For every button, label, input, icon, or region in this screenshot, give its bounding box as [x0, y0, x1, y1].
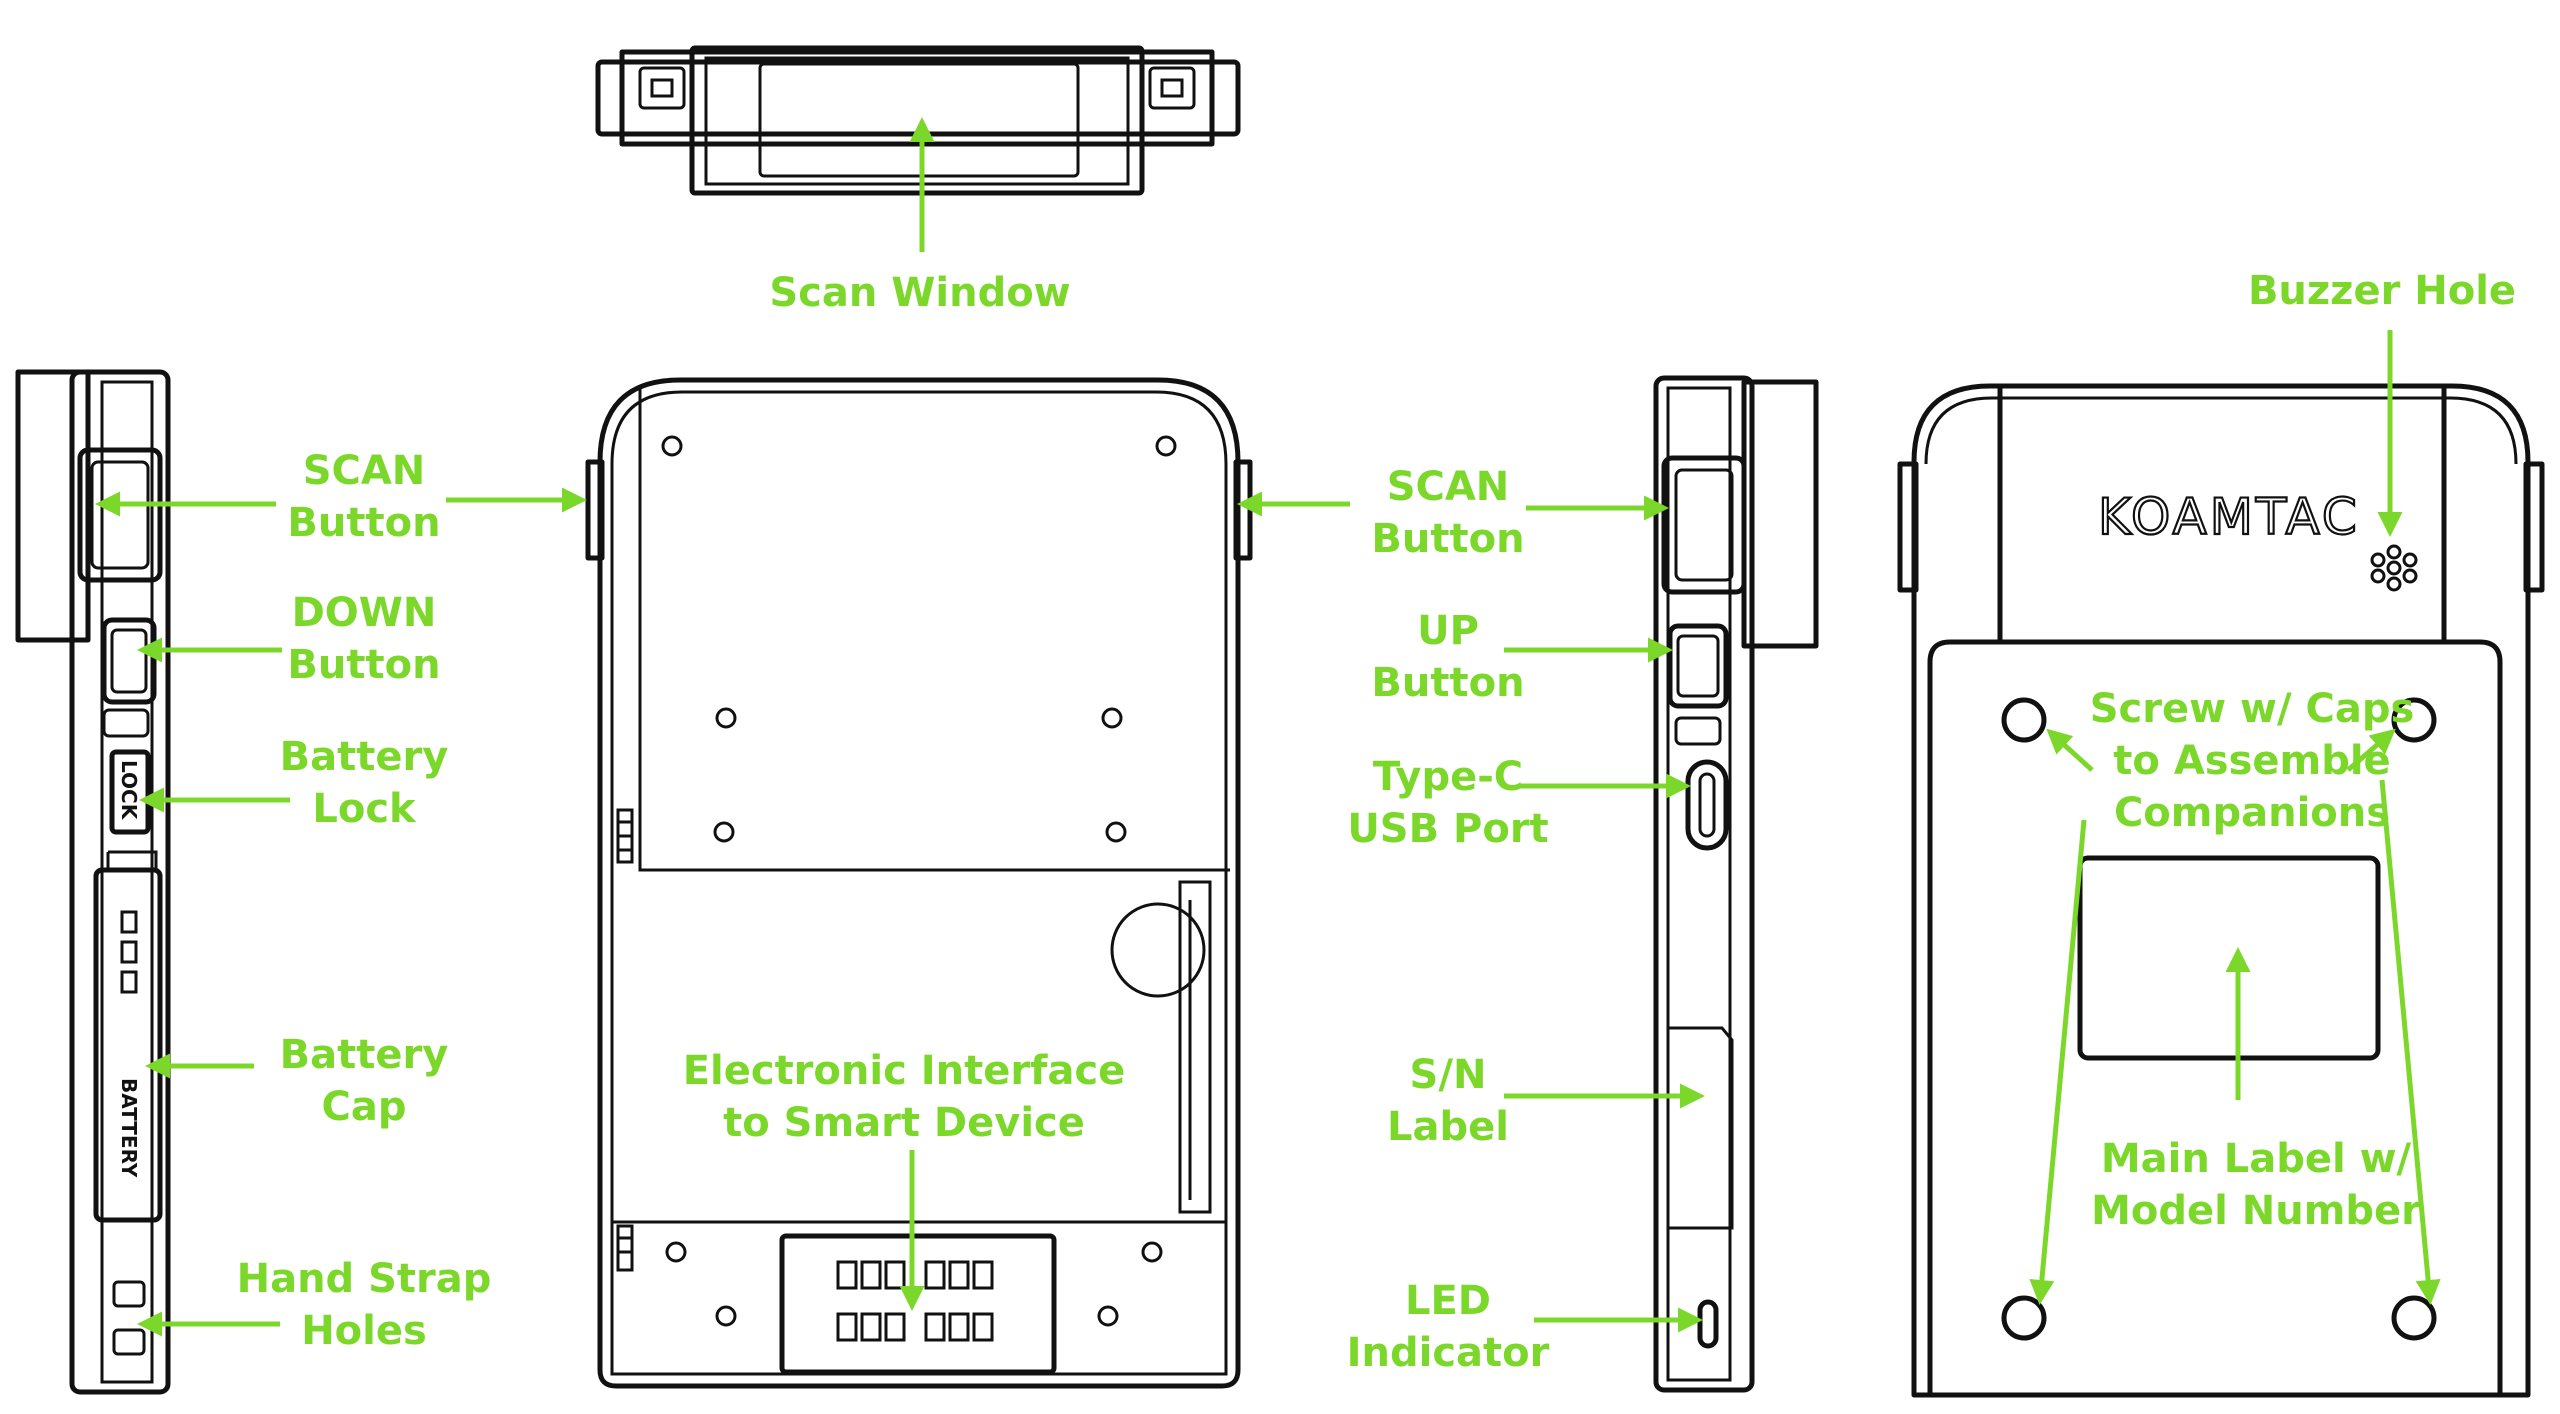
right-side-view: [1653, 375, 1819, 1393]
label-left-scan-line1: SCAN: [303, 448, 426, 494]
label-down-line2: Button: [287, 642, 440, 688]
label-down-line1: DOWN: [292, 590, 437, 636]
label-battery-cap-line2: Cap: [322, 1084, 407, 1130]
battery-text: BATTERY: [117, 1078, 141, 1178]
annotation-labels: Scan Window Buzzer Hole SCAN Button DOWN…: [237, 268, 2516, 1376]
label-right-scan-line2: Button: [1371, 516, 1524, 562]
left-scan-button: [77, 447, 163, 583]
label-led-line2: Indicator: [1347, 1330, 1550, 1376]
screw-hole-bottom-left: [2001, 1295, 2047, 1341]
electronic-interface: [779, 1233, 1057, 1375]
lock-text: LOCK: [117, 760, 141, 821]
main-label-area: [2077, 855, 2381, 1061]
label-buzzer-hole: Buzzer Hole: [2248, 268, 2516, 314]
label-interface-line2: to Smart Device: [723, 1100, 1085, 1146]
annotation-arrows: [95, 117, 2441, 1337]
label-usb-line1: Type-C: [1373, 754, 1523, 800]
led-indicator: [1697, 1299, 1719, 1349]
label-hand-strap-line2: Holes: [301, 1308, 427, 1354]
label-up-line2: Button: [1371, 660, 1524, 706]
label-usb-line2: USB Port: [1347, 806, 1548, 852]
center-view: [585, 377, 1253, 1389]
label-led-line1: LED: [1405, 1278, 1491, 1324]
label-right-scan-line1: SCAN: [1387, 464, 1510, 510]
label-battery-cap-line1: Battery: [280, 1032, 449, 1078]
label-interface-line1: Electronic Interface: [683, 1048, 1126, 1094]
usb-port: [1685, 759, 1729, 851]
up-button: [1667, 623, 1729, 709]
label-scan-window: Scan Window: [769, 270, 1070, 316]
right-scan-button: [1661, 455, 1747, 595]
label-battery-lock-line2: Lock: [312, 786, 417, 832]
interface-pins: [836, 1260, 994, 1342]
screw-hole-top-left: [2001, 697, 2047, 743]
screw-hole-top-right: [2391, 697, 2437, 743]
label-screw-line3: Companions: [2114, 790, 2390, 836]
label-battery-lock-line1: Battery: [280, 734, 449, 780]
label-up-line1: UP: [1417, 608, 1479, 654]
label-sn-line2: Label: [1387, 1104, 1509, 1150]
brand-logo: KOAMTAC: [2098, 488, 2360, 546]
left-side-view: LOCK BATTERY: [15, 369, 171, 1395]
buzzer-hole: [2370, 544, 2418, 592]
screw-hole-bottom-right: [2391, 1295, 2437, 1341]
label-screw-line1: Screw w/ Caps: [2090, 686, 2415, 732]
battery-cap: [93, 867, 163, 1223]
sn-label-area: [1666, 1026, 1734, 1230]
label-hand-strap-line1: Hand Strap: [237, 1256, 492, 1302]
label-left-scan-line2: Button: [287, 500, 440, 546]
label-main-line1: Main Label w/: [2101, 1136, 2412, 1182]
label-sn-line1: S/N: [1410, 1052, 1487, 1098]
back-view: KOAMTAC: [1897, 383, 2545, 1398]
label-main-line2: Model Number: [2091, 1188, 2421, 1234]
top-view: [595, 45, 1241, 196]
label-screw-line2: to Assemble: [2113, 738, 2390, 784]
